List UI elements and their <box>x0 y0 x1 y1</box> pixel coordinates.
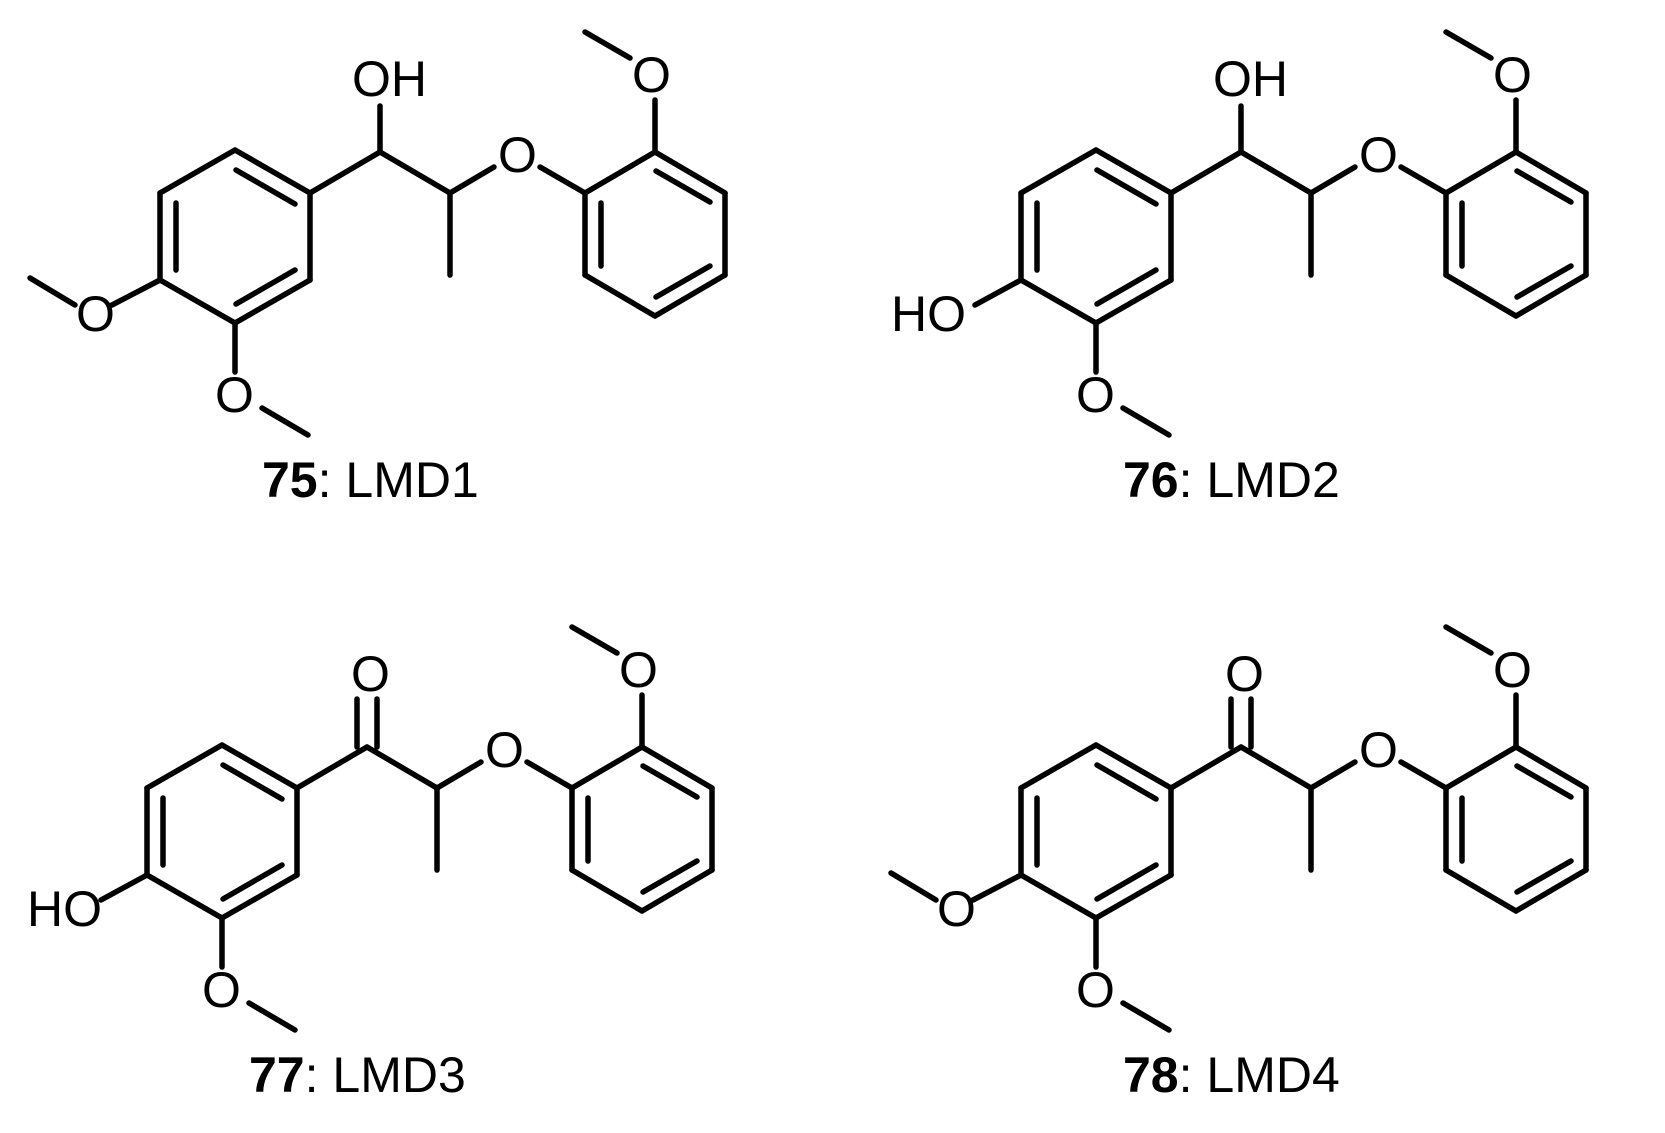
compound-75: OH O O O O 75: LMD1 <box>27 29 728 508</box>
ring-a <box>1018 742 1174 921</box>
compound-caption: 76: LMD2 <box>1123 452 1340 508</box>
ring-a <box>157 147 313 326</box>
compound-caption: 75: LMD1 <box>262 452 479 508</box>
ether-oxygen-label: O <box>1359 127 1398 183</box>
compound-name: : LMD2 <box>1179 452 1340 508</box>
ring-b <box>1443 744 1589 914</box>
compound-name: : LMD4 <box>1179 1047 1340 1103</box>
compound-caption: 78: LMD4 <box>1123 1047 1340 1103</box>
methoxy-oxygen-label: O <box>1493 642 1532 698</box>
meta-oxygen-label: O <box>1076 962 1115 1018</box>
compound-name: : LMD3 <box>305 1047 466 1103</box>
phenol-label: HO <box>27 881 102 937</box>
meta-oxygen-label: O <box>202 962 241 1018</box>
ring-a <box>1018 147 1174 326</box>
ether-oxygen-label: O <box>485 722 524 778</box>
phenol-label: HO <box>891 286 966 342</box>
meta-oxygen-label: O <box>1076 367 1115 423</box>
compound-number: 77 <box>249 1047 305 1103</box>
ring-b <box>1443 149 1589 319</box>
methoxy-oxygen-label: O <box>1493 47 1532 103</box>
carbonyl-oxygen-label: O <box>1225 646 1264 702</box>
ring-b <box>582 149 728 319</box>
para-oxygen-label: O <box>76 286 115 342</box>
ether-oxygen-label: O <box>498 127 537 183</box>
compound-76: OH O O HO O 76: LMD2 <box>891 29 1589 508</box>
carbonyl-oxygen-label: O <box>351 646 390 702</box>
compound-number: 75 <box>262 452 318 508</box>
compound-number: 78 <box>1123 1047 1179 1103</box>
compound-caption: 77: LMD3 <box>249 1047 466 1103</box>
compound-name: : LMD1 <box>318 452 479 508</box>
ether-oxygen-label: O <box>1359 722 1398 778</box>
ring-b <box>569 744 715 914</box>
hydroxyl-label: OH <box>352 51 427 107</box>
compound-78: O O O O O 78: LMD4 <box>888 624 1589 1103</box>
compound-number: 76 <box>1123 452 1179 508</box>
meta-oxygen-label: O <box>215 367 254 423</box>
methoxy-oxygen-label: O <box>619 642 658 698</box>
hydroxyl-label: OH <box>1213 51 1288 107</box>
ring-a <box>144 742 300 921</box>
methoxy-oxygen-label: O <box>632 47 671 103</box>
para-oxygen-label: O <box>937 881 976 937</box>
compound-77: O O O HO O 77: LMD3 <box>27 624 715 1103</box>
